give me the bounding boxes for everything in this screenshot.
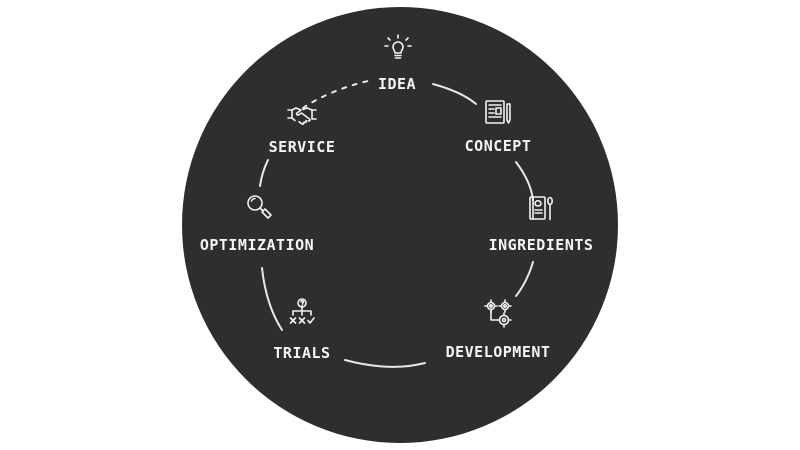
cycle-ring	[259, 80, 534, 368]
ring-arc-optimization-service	[259, 159, 269, 187]
stage-label-service: SERVICE	[268, 138, 336, 156]
recipe-book-spoon-icon	[524, 192, 556, 224]
ring-arc-ingredients-development	[515, 261, 534, 297]
stage-label-optimization: OPTIMIZATION	[199, 236, 315, 254]
stage-label-trials: TRIALS	[273, 344, 331, 362]
stage-label-concept: CONCEPT	[464, 137, 532, 155]
stage-label-development: DEVELOPMENT	[445, 343, 551, 361]
ring-arc-trials-optimization	[261, 267, 283, 331]
document-pen-icon	[481, 96, 513, 128]
handshake-icon	[286, 99, 318, 131]
stage-label-ingredients: INGREDIENTS	[488, 236, 594, 254]
ring-arc-service-idea	[302, 80, 369, 109]
ring-arc-development-trials	[344, 359, 426, 368]
ring-arc-idea-concept	[432, 83, 477, 105]
gears-icon	[482, 297, 514, 329]
decision-tree-icon	[286, 297, 318, 329]
stage-label-idea: IDEA	[377, 75, 417, 93]
lightbulb-icon	[382, 32, 414, 64]
dark-circle	[182, 7, 618, 443]
magnifier-icon	[242, 191, 274, 223]
